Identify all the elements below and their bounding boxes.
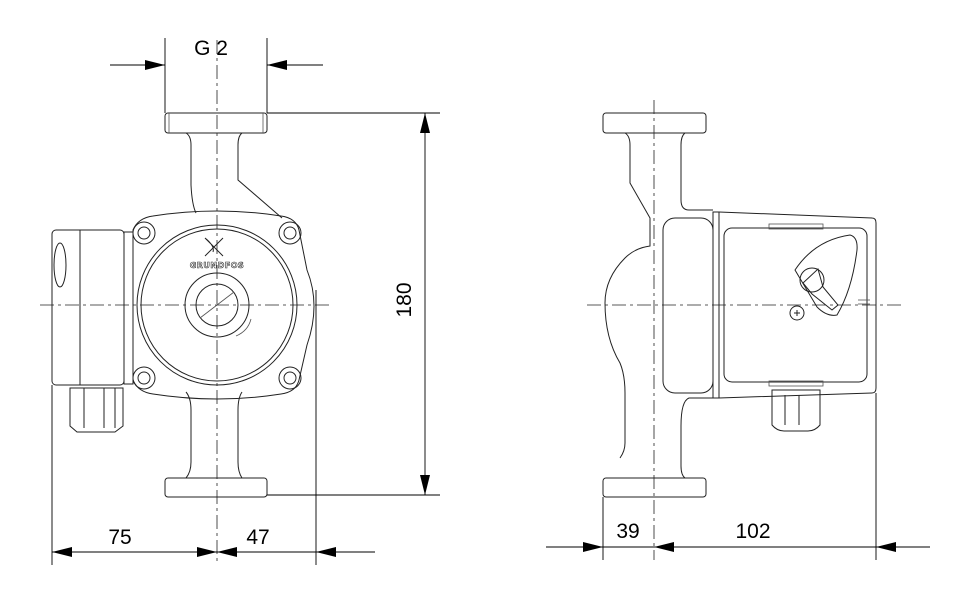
screw-icon bbox=[789, 305, 805, 321]
bottom-neck bbox=[185, 391, 243, 479]
dimension-label-39: 39 bbox=[616, 520, 639, 543]
side-pipe-body bbox=[604, 132, 713, 479]
dimension-39-102 bbox=[546, 393, 930, 560]
dimension-label-thread: G 2 bbox=[194, 37, 228, 60]
dimension-180 bbox=[267, 112, 440, 496]
pump-head-ring bbox=[662, 217, 714, 394]
control-box bbox=[51, 229, 134, 386]
top-neck bbox=[185, 132, 283, 219]
cable-gland bbox=[69, 387, 124, 433]
front-view: GRUNDFOS bbox=[40, 40, 330, 565]
top-flange bbox=[164, 112, 268, 134]
dimension-label-180: 180 bbox=[393, 282, 416, 317]
dimension-label-75: 75 bbox=[108, 526, 131, 549]
side-view bbox=[587, 100, 905, 560]
bottom-flange bbox=[164, 477, 268, 498]
side-top-flange bbox=[602, 112, 707, 134]
dimension-75-47 bbox=[51, 290, 375, 565]
dimension-g2 bbox=[110, 38, 323, 113]
dimension-label-102: 102 bbox=[735, 520, 770, 543]
side-cable-gland bbox=[771, 389, 821, 432]
bolt-holes bbox=[132, 221, 302, 390]
speed-selector-knob bbox=[794, 234, 870, 316]
dimension-label-47: 47 bbox=[246, 526, 269, 549]
side-bottom-flange bbox=[602, 477, 707, 498]
